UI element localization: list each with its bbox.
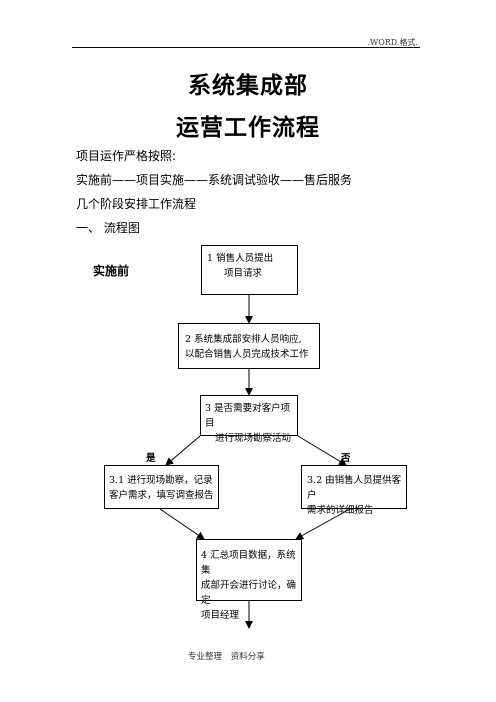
- flow-step-3-2: 3.2 由销售人员提供客户 需求的详细报告: [301, 465, 407, 516]
- branch-label-no: 否: [341, 453, 351, 464]
- flow-step-4-line-1: 4 汇总项目数据，系统集: [201, 550, 296, 576]
- arrow-3-1-to-4: [159, 508, 205, 540]
- intro-line-3: 几个阶段安排工作流程: [76, 197, 197, 211]
- flow-step-3-1-line-2: 客户需求，填写调查报告: [109, 490, 214, 501]
- flow-step-2-line-2: 以配合销售人员完成技术工作: [185, 349, 309, 360]
- flow-step-2: 2 系统集成部安排人员响应, 以配合销售人员完成技术工作: [178, 323, 320, 369]
- intro-line-1: 项目运作严格按照:: [76, 149, 177, 163]
- flow-step-4-line-3: 项目经理: [201, 610, 240, 621]
- flow-step-1-line-2: 项目请求: [224, 268, 263, 279]
- flow-step-2-line-1: 2 系统集成部安排人员响应,: [185, 334, 302, 345]
- flow-step-3-decision: 3 是否需要对客户项目 进行现场勘察活动: [200, 395, 298, 444]
- header-rule: [72, 47, 420, 48]
- flow-step-3-1-line-1: 3.1 进行现场勘察，记录: [109, 475, 213, 486]
- flow-step-4-line-2: 成部开会进行讨论，确定: [201, 580, 297, 606]
- flow-step-3-2-line-1: 3.2 由销售人员提供客户: [307, 475, 402, 501]
- flow-step-4: 4 汇总项目数据，系统集 成部开会进行讨论，确定 项目经理: [196, 539, 302, 621]
- arrow-3-to-3-1: [165, 435, 201, 466]
- document-title: 系统集成部: [188, 73, 308, 99]
- page-footer: 专业整理 资料分享: [188, 652, 265, 662]
- arrow-3-2-to-4: [295, 508, 351, 540]
- flow-step-3-line-2: 进行现场勘察活动: [215, 433, 292, 444]
- flow-step-3-1: 3.1 进行现场勘察，记录 客户需求，填写调查报告: [104, 465, 219, 509]
- page-header: .WORD.格式.: [367, 38, 418, 47]
- stage-label-pre-implementation: 实施前: [93, 264, 130, 278]
- arrow-3-to-3-2: [297, 435, 347, 466]
- flow-step-3-line-1: 3 是否需要对客户项目: [205, 403, 291, 429]
- flow-step-3-2-line-2: 需求的详细报告: [307, 505, 374, 516]
- branch-label-yes: 是: [146, 453, 156, 464]
- intro-line-2: 实施前——项目实施——系统调试验收——售后服务: [76, 173, 353, 187]
- document-subtitle: 运营工作流程: [176, 115, 320, 141]
- flow-step-1: 1 销售人员提出 项目请求: [201, 245, 298, 295]
- section-heading: 一、 流程图: [76, 221, 140, 235]
- flow-step-1-line-1: 1 销售人员提出: [207, 253, 274, 264]
